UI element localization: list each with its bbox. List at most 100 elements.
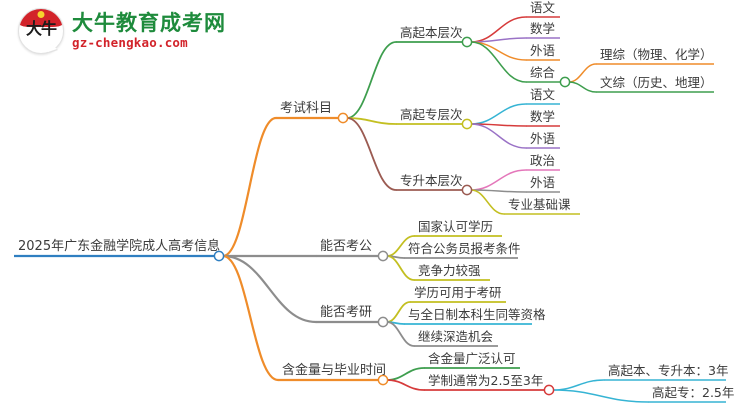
mindmap-node[interactable]: 语文 — [526, 0, 559, 16]
mindmap-node-label: 外语 — [530, 175, 556, 190]
mindmap-edge — [221, 254, 318, 324]
mindmap-node-label: 外语 — [530, 131, 556, 146]
mindmap-node-handle[interactable] — [337, 112, 349, 124]
mindmap-node-label: 专业基础课 — [508, 197, 571, 212]
mindmap-node-label: 含金量广泛认可 — [428, 351, 516, 366]
mindmap-edge — [568, 81, 597, 93]
mindmap-edge — [470, 189, 527, 193]
mindmap-node[interactable]: 竞争力较强 — [414, 263, 485, 279]
mindmap-edge — [552, 379, 605, 391]
mindmap-node-label: 外语 — [530, 43, 556, 58]
mindmap-node[interactable]: 能否考公 — [316, 239, 376, 255]
mindmap-node[interactable]: 2025年广东金融学院成人高考信息 — [14, 239, 224, 255]
mindmap-node-label: 理综（物理、化学） — [600, 47, 713, 62]
mindmap-node-handle[interactable] — [461, 118, 473, 130]
mindmap-node-label: 能否考公 — [320, 239, 373, 254]
mindmap-node[interactable]: 高起本、专升本：3年 — [604, 363, 732, 379]
mindmap-node[interactable]: 专业基础课 — [504, 197, 575, 213]
mindmap-edge — [386, 255, 415, 281]
mindmap-edge — [470, 37, 527, 43]
mindmap-node[interactable]: 符合公务员报考条件 — [404, 241, 525, 257]
mindmap-node-label: 继续深造机会 — [418, 329, 494, 344]
mindmap-edge — [470, 41, 527, 83]
mindmap-node-label: 综合 — [530, 65, 556, 80]
mindmap-node[interactable]: 理综（物理、化学） — [596, 47, 717, 63]
mindmap-node[interactable]: 语文 — [526, 87, 559, 103]
mindmap-node-handle[interactable] — [377, 316, 389, 328]
mindmap-node[interactable]: 高起专：2.5年 — [648, 385, 738, 401]
logo-mark-glyph: 大牛 — [25, 19, 57, 38]
mindmap-node-handle[interactable] — [559, 76, 571, 88]
mindmap-node[interactable]: 专升本层次 — [396, 173, 467, 189]
mindmap-node[interactable]: 考试科目 — [276, 101, 336, 117]
mindmap-node-label: 高起本、专升本：3年 — [608, 363, 729, 378]
bubble-shape: 大牛 — [18, 8, 64, 54]
mindmap-edge — [470, 103, 527, 125]
mindmap-edge — [470, 41, 527, 61]
mindmap-edge — [221, 254, 280, 382]
mindmap-node[interactable]: 含金量广泛认可 — [424, 351, 520, 367]
mindmap-edge — [386, 379, 425, 391]
mindmap-node-label: 考试科目 — [280, 101, 333, 116]
mindmap-node-label: 语文 — [530, 0, 556, 15]
mindmap-node-label: 高起本层次 — [400, 25, 463, 40]
mindmap-node[interactable]: 文综（历史、地理） — [596, 75, 717, 91]
mindmap-edge — [346, 117, 397, 191]
mindmap-node-handle[interactable] — [377, 374, 389, 386]
mindmap-node-label: 2025年广东金融学院成人高考信息 — [18, 239, 221, 254]
mindmap-edge — [552, 389, 649, 403]
mindmap-node[interactable]: 继续深造机会 — [414, 329, 497, 345]
mindmap-node[interactable]: 含金量与毕业时间 — [278, 363, 390, 379]
mindmap-node[interactable]: 学制通常为2.5至3年 — [424, 373, 547, 389]
mindmap-edge — [470, 169, 527, 191]
mindmap-node-label: 专升本层次 — [400, 173, 463, 188]
mindmap-node[interactable]: 数学 — [526, 109, 559, 125]
mindmap-node-label: 数学 — [530, 109, 556, 124]
mindmap-node[interactable]: 外语 — [526, 43, 559, 59]
mindmap-node[interactable]: 高起本层次 — [396, 25, 467, 41]
mindmap-node[interactable]: 能否考研 — [316, 305, 376, 321]
mindmap-node-label: 与全日制本科生同等资格 — [408, 307, 546, 322]
mindmap-node-handle[interactable] — [377, 250, 389, 262]
mindmap-node-label: 学制通常为2.5至3年 — [428, 373, 544, 388]
mindmap-node-label: 语文 — [530, 87, 556, 102]
mindmap-edge — [346, 117, 397, 125]
mindmap-node[interactable]: 外语 — [526, 131, 559, 147]
mindmap-edge — [470, 189, 505, 215]
mindmap-node[interactable]: 外语 — [526, 175, 559, 191]
mindmap-node[interactable]: 与全日制本科生同等资格 — [404, 307, 550, 323]
mindmap-node-label: 学历可用于考研 — [414, 285, 502, 300]
mindmap-node-label: 政治 — [530, 153, 556, 168]
mindmap-node-label: 含金量与毕业时间 — [282, 363, 387, 378]
mindmap-node-label: 竞争力较强 — [418, 263, 481, 278]
mindmap-node-label: 能否考研 — [320, 305, 373, 320]
logo-title: 大牛教育成考网 — [72, 11, 226, 36]
mindmap-edge — [221, 116, 278, 258]
mindmap-edge — [470, 123, 527, 149]
mindmap-node[interactable]: 国家认可学历 — [414, 219, 497, 235]
bubble-cap-shape — [19, 9, 63, 27]
mindmap-edge — [386, 321, 415, 347]
mindmap-node-label: 国家认可学历 — [418, 219, 494, 234]
mindmap-node[interactable]: 学历可用于考研 — [410, 285, 506, 301]
mindmap-node[interactable]: 政治 — [526, 153, 559, 169]
mindmap-node[interactable]: 高起专层次 — [396, 107, 467, 123]
mindmap-node-handle[interactable] — [543, 384, 555, 396]
daniu-bubble-icon: 大牛 — [18, 8, 64, 54]
mindmap-node[interactable]: 数学 — [526, 21, 559, 37]
mindmap-node-handle[interactable] — [461, 184, 473, 196]
site-logo: 大牛 大牛教育成考网 gz-chengkao.com — [18, 8, 226, 54]
mindmap-edge — [386, 367, 425, 381]
mindmap-node-label: 文综（历史、地理） — [600, 75, 713, 90]
mindmap-node-label: 数学 — [530, 21, 556, 36]
mindmap-node-label: 符合公务员报考条件 — [408, 241, 521, 256]
bubble-tail-shape — [48, 42, 57, 52]
mindmap-node-handle[interactable] — [461, 36, 473, 48]
mindmap-edge — [346, 41, 397, 119]
logo-domain: gz-chengkao.com — [72, 35, 188, 51]
mindmap-node-handle[interactable] — [213, 250, 225, 262]
mindmap-node-label: 高起专：2.5年 — [652, 385, 735, 400]
mindmap-node-label: 高起专层次 — [400, 107, 463, 122]
mindmap-edge — [568, 63, 597, 83]
mindmap-node[interactable]: 综合 — [526, 65, 559, 81]
